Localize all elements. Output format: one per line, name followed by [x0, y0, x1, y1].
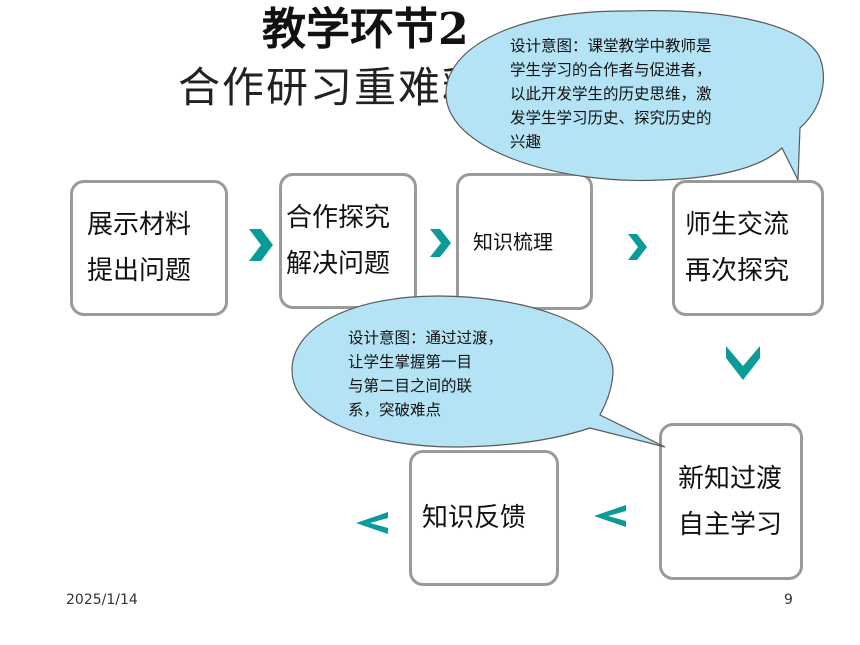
step-box-cooperative-inquiry: 合作探究 解决问题	[279, 173, 417, 309]
slide-title: 教学环节2	[262, 4, 469, 55]
arrow-right-icon	[628, 234, 647, 260]
step-label: 合作探究	[286, 203, 391, 233]
step-label: 知识梳理	[473, 229, 553, 254]
arrow-left-icon	[356, 512, 388, 534]
step-label: 师生交流	[685, 210, 790, 240]
step-label: 新知过渡	[678, 463, 783, 494]
callout-bubble-top	[445, 10, 824, 182]
callout-text-middle: 设计意图：通过过渡， 让学生掌握第一目 与第二目之间的联 系，突破难点	[348, 329, 504, 419]
step-box-show-material: 展示材料 提出问题	[70, 180, 228, 316]
step-label: 提出问题	[87, 256, 192, 286]
step-label: 展示材料	[87, 210, 192, 240]
callout-bubble-middle	[291, 295, 666, 448]
step-box-teacher-student-exchange: 师生交流 再次探究	[672, 180, 824, 316]
callout-text-top: 设计意图：课堂教学中教师是 学生学习的合作者与促进者， 以此开发学生的历史思维，…	[510, 37, 712, 151]
arrow-right-icon	[430, 229, 451, 257]
arrow-down-icon	[726, 346, 760, 380]
step-box-knowledge-feedback: 知识反馈	[409, 450, 559, 586]
step-label: 解决问题	[286, 249, 391, 279]
step-label: 知识反馈	[422, 503, 527, 533]
arrow-left-icon	[594, 505, 626, 527]
step-box-new-knowledge-transition: 新知过渡 自主学习	[659, 423, 803, 580]
footer-date: 2025/1/14	[66, 592, 138, 608]
arrow-right-icon	[249, 229, 273, 261]
step-label: 自主学习	[678, 509, 783, 540]
page-number: 9	[784, 592, 793, 608]
step-label: 再次探究	[685, 256, 790, 286]
